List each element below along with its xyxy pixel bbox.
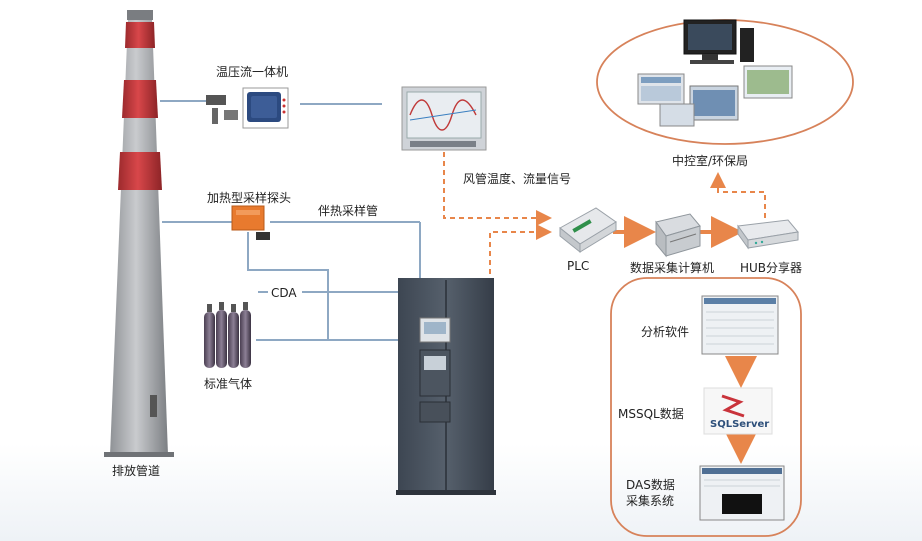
mssql-label: MSSQL数据 xyxy=(618,407,684,421)
signal-lines xyxy=(160,100,421,341)
hub-label: HUB分享器 xyxy=(740,261,803,275)
stack-label: 排放管道 xyxy=(112,464,161,478)
heated-line-label: 伴热采样管 xyxy=(318,204,379,218)
analysis-software-label: 分析软件 xyxy=(641,325,690,339)
control-room-group xyxy=(596,19,854,145)
temp-pressure-flow-analyzer xyxy=(206,87,289,129)
dashed-signal-paths xyxy=(443,152,766,274)
cda-label: CDA xyxy=(271,286,297,300)
duct-signal-label: 风管温度、流量信号 xyxy=(463,172,572,186)
control-room-label: 中控室/环保局 xyxy=(672,154,749,168)
daq-pc-label: 数据采集计算机 xyxy=(630,261,715,275)
plc-device xyxy=(559,207,617,254)
data-acquisition-computer xyxy=(655,213,701,258)
hub-switch xyxy=(737,219,799,250)
analyzer-cabinet xyxy=(396,278,496,495)
probe-label: 加热型采样探头 xyxy=(207,191,292,205)
plc-label: PLC xyxy=(567,259,590,273)
gas-cylinders xyxy=(204,302,251,368)
chimney xyxy=(104,10,174,457)
das-label-line2: 采集系统 xyxy=(626,494,675,508)
recorder-display xyxy=(401,86,487,151)
das-label-line1: DAS数据 xyxy=(626,478,675,492)
heated-sampling-probe xyxy=(231,205,270,240)
analyzer-label: 温压流一体机 xyxy=(216,65,289,79)
std-gas-label: 标准气体 xyxy=(204,377,253,391)
sql-server-logo-text: SQLServer xyxy=(710,419,770,430)
software-group xyxy=(610,277,802,537)
solid-flow-arrows xyxy=(613,216,757,464)
